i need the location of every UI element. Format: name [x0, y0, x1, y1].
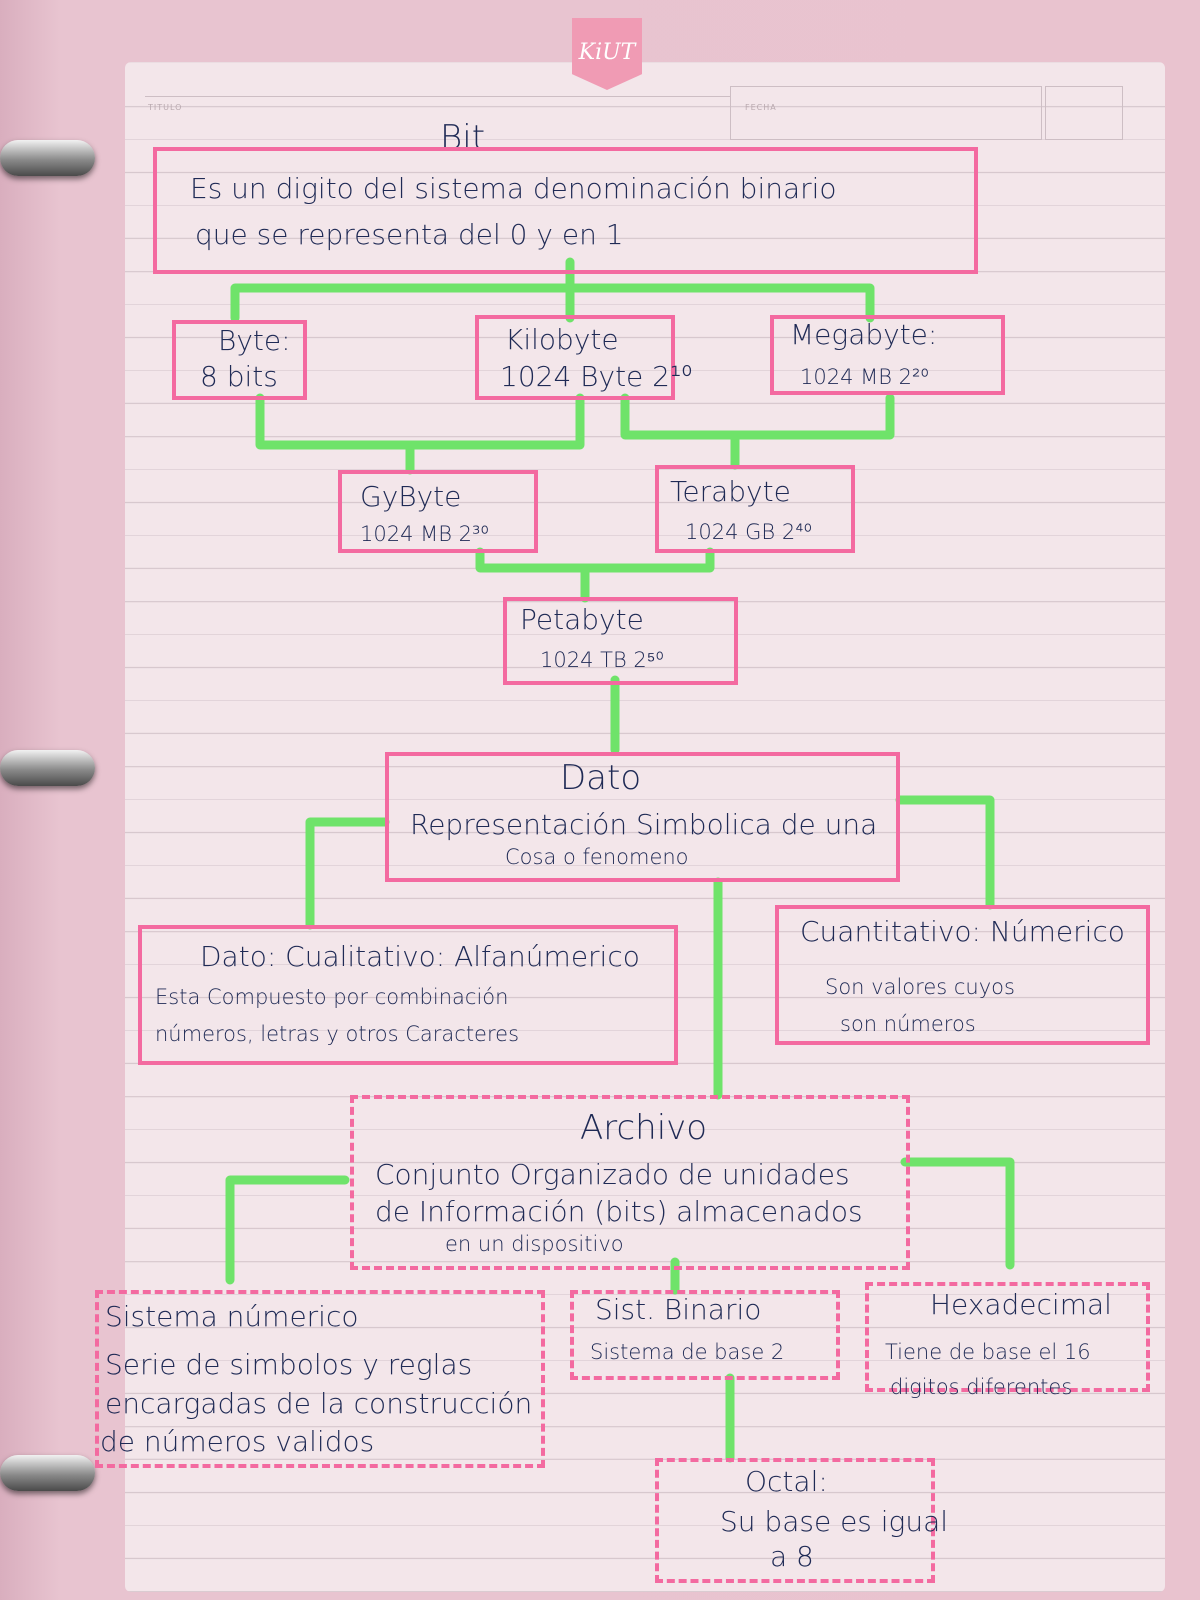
sistema-numerico-line1: Serie de simbolos y reglas — [105, 1348, 473, 1381]
hexadecimal-line1: Tiene de base el 16 — [885, 1340, 1091, 1364]
bit-box — [153, 147, 978, 274]
notebook-brand-tab: KiUT — [572, 18, 642, 90]
kilobyte-value: 1024 Byte 2¹⁰ — [500, 360, 693, 393]
gigabyte-title: GyByte — [360, 480, 462, 513]
archivo-box — [350, 1095, 910, 1270]
cualitativo-title: Dato: Cualitativo: Alfanúmerico — [200, 940, 640, 973]
petabyte-title: Petabyte — [520, 603, 644, 636]
megabyte-box — [770, 315, 1005, 395]
megabyte-title: Megabyte: — [790, 318, 938, 351]
archivo-line3: en un dispositivo — [445, 1232, 624, 1256]
megabyte-value: 1024 MB 2²⁰ — [800, 365, 929, 389]
binario-box — [570, 1290, 840, 1380]
bit-definition-line2: que se representa del 0 y en 1 — [195, 218, 624, 251]
connector-archivo-sistema — [225, 1175, 350, 1285]
cuantitativo-box — [775, 905, 1150, 1045]
header-date-label: FECHA — [745, 103, 777, 112]
connector-archivo-hexadecimal — [900, 1157, 1015, 1270]
header-date-field — [730, 86, 1042, 140]
archivo-line1: Conjunto Organizado de unidades — [375, 1158, 850, 1191]
connector-dato-cuantitativo — [895, 795, 995, 910]
kilobyte-box — [475, 315, 675, 400]
connector-dato-cualitativo — [305, 817, 390, 930]
octal-title: Octal: — [745, 1465, 828, 1498]
brand-logo: KiUT — [578, 40, 636, 65]
cualitativo-line2: números, letras y otros Caracteres — [155, 1022, 520, 1046]
sistema-numerico-line2: encargadas de la construcción — [105, 1387, 533, 1420]
archivo-title: Archivo — [580, 1108, 708, 1148]
byte-box — [172, 320, 307, 400]
kilobyte-title: Kilobyte — [505, 323, 619, 356]
connector-to-petabyte — [475, 547, 715, 603]
header-title-line — [145, 96, 730, 97]
binder-ring — [0, 750, 95, 786]
binder-ring — [0, 140, 95, 176]
cuantitativo-line2: son números — [840, 1012, 976, 1036]
dato-box — [385, 752, 900, 882]
connector-to-gigabyte — [255, 393, 585, 475]
dato-title: Dato — [560, 758, 642, 798]
byte-value: 8 bits — [200, 360, 278, 393]
gigabyte-box — [338, 470, 538, 553]
octal-box — [655, 1458, 935, 1583]
header-number-field — [1045, 86, 1123, 140]
byte-title: Byte: — [218, 324, 291, 357]
connector-to-terabyte — [620, 393, 895, 470]
cualitativo-box — [138, 925, 678, 1065]
octal-line2: a 8 — [770, 1540, 814, 1573]
header-title-label: TITULO — [148, 103, 183, 112]
sistema-numerico-box — [95, 1290, 545, 1468]
sistema-numerico-title: Sistema númerico — [105, 1300, 359, 1333]
hexadecimal-title: Hexadecimal — [930, 1288, 1112, 1321]
cualitativo-line1: Esta Compuesto por combinación — [155, 985, 509, 1009]
terabyte-title: Terabyte — [670, 475, 791, 508]
binder-ring — [0, 1455, 95, 1491]
binario-title: Sist. Binario — [595, 1293, 762, 1326]
archivo-line2: de Información (bits) almacenados — [375, 1195, 863, 1228]
gigabyte-value: 1024 MB 2³⁰ — [360, 522, 489, 546]
sistema-numerico-line3: de números validos — [100, 1425, 375, 1458]
binario-line1: Sistema de base 2 — [590, 1340, 785, 1364]
dato-definition-line2: Cosa o fenomeno — [505, 845, 689, 869]
terabyte-box — [655, 465, 855, 553]
cuantitativo-line1: Son valores cuyos — [825, 975, 1015, 999]
bit-title: Bit — [440, 118, 486, 158]
bit-definition-line1: Es un digito del sistema denominación bi… — [190, 172, 837, 205]
dato-definition-line1: Representación Simbolica de una — [410, 808, 878, 841]
terabyte-value: 1024 GB 2⁴⁰ — [685, 520, 813, 544]
octal-line1: Su base es igual — [720, 1505, 949, 1538]
petabyte-box — [503, 597, 738, 685]
cuantitativo-title: Cuantitativo: Númerico — [800, 915, 1125, 948]
hexadecimal-box — [865, 1282, 1150, 1392]
petabyte-value: 1024 TB 2⁵⁰ — [540, 648, 664, 672]
hexadecimal-line2: digitos diferentes — [890, 1375, 1073, 1399]
